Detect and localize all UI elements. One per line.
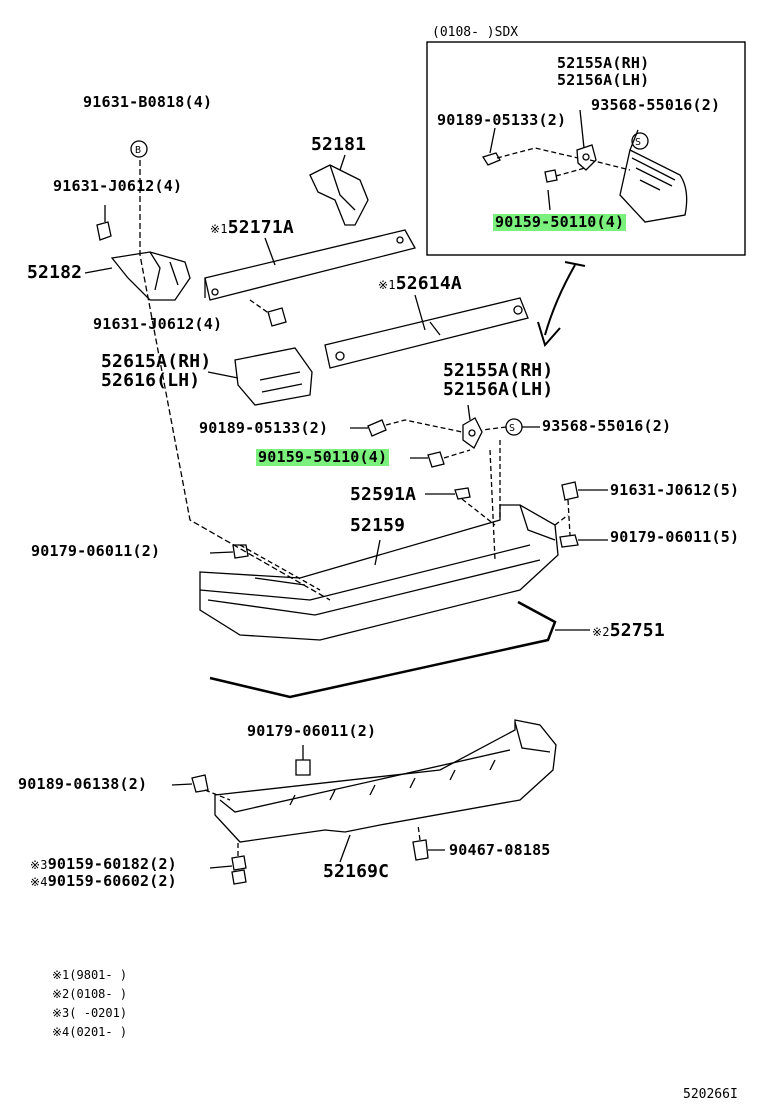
callout-b: B	[135, 145, 142, 156]
bolt-90159-main	[427, 451, 445, 468]
callout-s-main: S	[509, 423, 516, 434]
note-1: ※1(9801- )	[52, 968, 128, 982]
lower-cover-52169C	[214, 719, 557, 843]
bracket-52181	[309, 164, 369, 226]
clip-90467	[412, 839, 429, 861]
label-52614A[interactable]: 52614A	[395, 273, 462, 294]
side-bracket-52155A	[462, 417, 483, 449]
clip-90189-06138	[191, 774, 209, 793]
note-marker-1b: ※1	[378, 278, 396, 292]
label-52171A[interactable]: 52171A	[227, 217, 294, 238]
label-inset-52156A[interactable]: 52156A(LH)	[557, 71, 650, 89]
retainer-clip-left	[232, 544, 249, 559]
label-52156A-main[interactable]: 52156A(LH)	[443, 379, 554, 400]
label-91631-J0612-upper[interactable]: 91631-J0612(4)	[53, 177, 183, 195]
callout-s-inset: S	[635, 137, 642, 148]
label-90467-08185[interactable]: 90467-08185	[449, 841, 551, 859]
label-52182[interactable]: 52182	[27, 262, 83, 283]
label-90179-06011-lower[interactable]: 90179-06011(2)	[247, 722, 377, 740]
label-91631-B0818[interactable]: 91631-B0818(4)	[83, 93, 213, 111]
label-90189-06138[interactable]: 90189-06138(2)	[18, 775, 148, 793]
inset-bumper-corner	[619, 149, 688, 223]
molding-52751	[209, 600, 557, 699]
note-marker-2: ※2	[592, 625, 610, 639]
bracket-52182	[110, 251, 191, 301]
label-inset-90159-highlight[interactable]: 90159-50110(4)	[493, 213, 627, 231]
label-52591A[interactable]: 52591A	[350, 484, 417, 505]
label-90159-60602[interactable]: 90159-60602(2)	[47, 872, 177, 890]
absorber-52614A	[324, 297, 529, 369]
label-52169C[interactable]: 52169C	[323, 861, 390, 882]
label-90159-60182[interactable]: 90159-60182(2)	[47, 855, 177, 873]
label-inset-52155A[interactable]: 52155A(RH)	[557, 54, 650, 72]
bolt-right	[561, 481, 579, 501]
bolt-upper-left	[96, 221, 112, 241]
inset-title: (0108- )SDX	[432, 25, 519, 40]
note-3: ※3( -0201)	[52, 1006, 128, 1020]
inset-bracket	[576, 144, 597, 171]
diagram-id: 520266I	[683, 1087, 738, 1102]
label-91631-J0612-right[interactable]: 91631-J0612(5)	[610, 481, 740, 499]
inset-pointer-arrow	[544, 264, 576, 336]
label-90189-05133-main[interactable]: 90189-05133(2)	[199, 419, 329, 437]
part-52591A	[454, 487, 471, 500]
label-52181[interactable]: 52181	[311, 134, 367, 155]
label-inset-93568[interactable]: 93568-55016(2)	[591, 96, 721, 114]
reinforcement-52171A	[204, 229, 416, 301]
note-marker-4: ※4	[30, 875, 48, 889]
label-52616[interactable]: 52616(LH)	[101, 370, 201, 391]
label-inset-90189[interactable]: 90189-05133(2)	[437, 111, 567, 129]
label-52159[interactable]: 52159	[350, 515, 406, 536]
inset-frame	[426, 41, 746, 256]
note-2: ※2(0108- )	[52, 987, 128, 1001]
screw-90159-60182	[231, 855, 247, 871]
label-93568-main[interactable]: 93568-55016(2)	[542, 417, 672, 435]
label-52155A-main[interactable]: 52155A(RH)	[443, 360, 554, 381]
bolt-center	[267, 307, 287, 327]
inset-bolt	[544, 169, 558, 183]
note-marker-3: ※3	[30, 858, 48, 872]
label-90179-06011-right[interactable]: 90179-06011(5)	[610, 528, 740, 546]
label-52615A[interactable]: 52615A(RH)	[101, 351, 212, 372]
retainer-clip-right	[559, 534, 579, 548]
label-52751[interactable]: 52751	[609, 620, 665, 641]
clip-90189-main	[367, 419, 387, 437]
label-91631-J0612-center[interactable]: 91631-J0612(4)	[93, 315, 223, 333]
label-90179-06011-left[interactable]: 90179-06011(2)	[31, 542, 161, 560]
retainer-52615A	[234, 347, 313, 406]
label-90159-50110-highlight[interactable]: 90159-50110(4)	[256, 448, 390, 466]
inset-clip	[482, 152, 501, 166]
bumper-cover-52159	[199, 504, 559, 641]
note-4: ※4(0201- )	[52, 1025, 128, 1039]
clip-90179-lower	[295, 759, 311, 776]
note-marker-1: ※1	[210, 222, 228, 236]
screw-90159-60602	[231, 869, 247, 885]
